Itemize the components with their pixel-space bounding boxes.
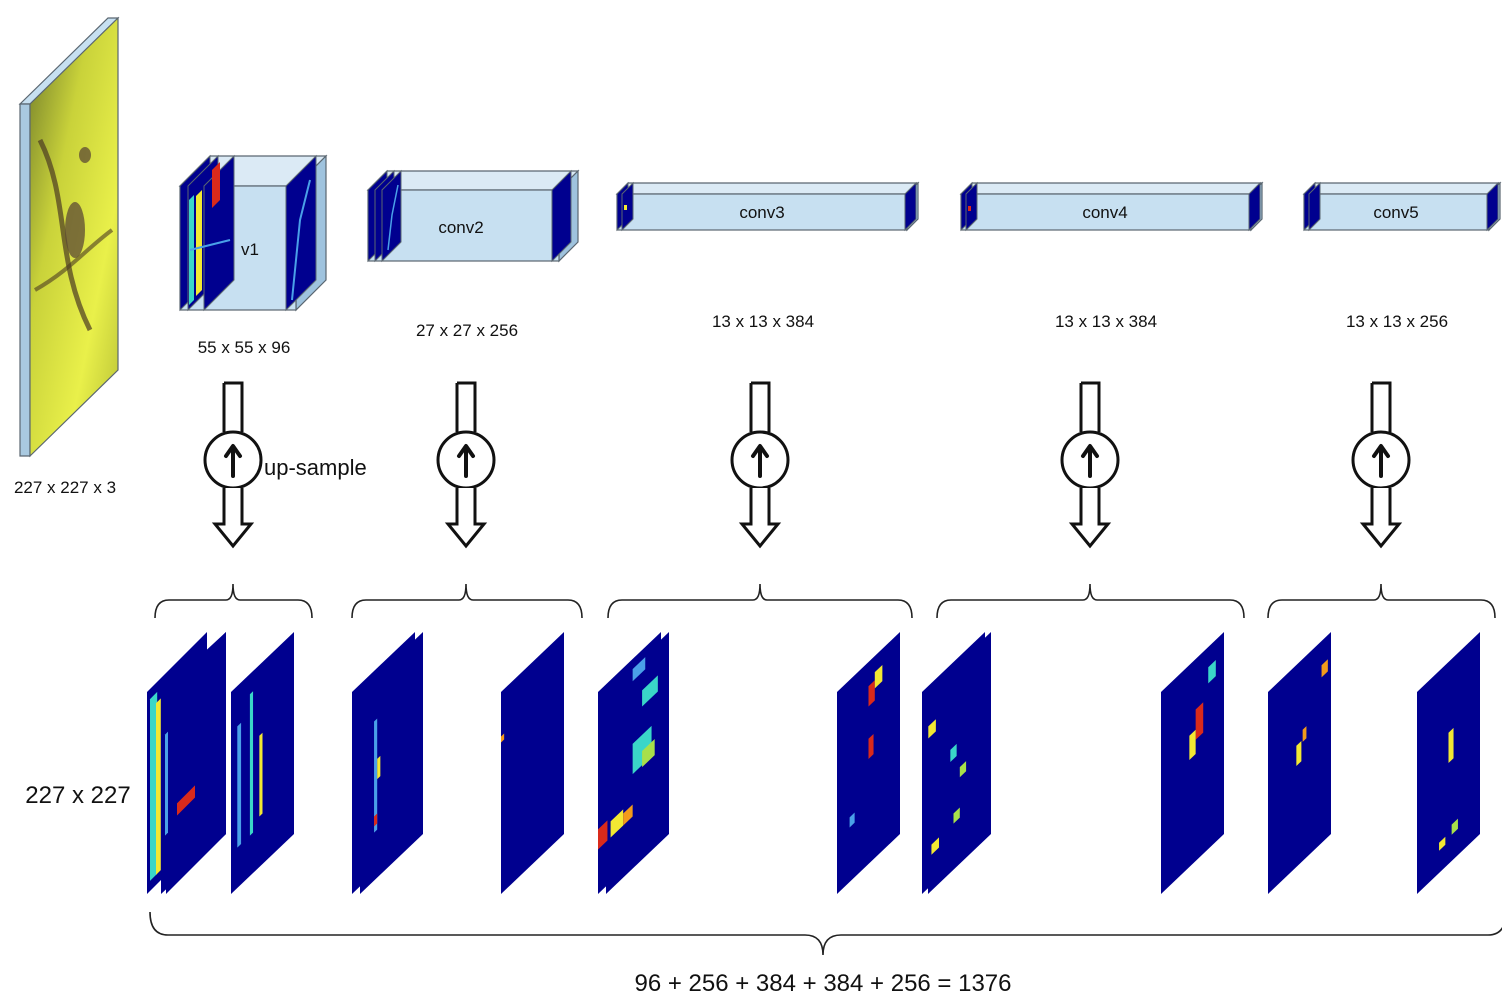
conv5-dims-label: 13 x 13 x 256 bbox=[1346, 312, 1448, 331]
feature-map-7 bbox=[922, 632, 991, 894]
channel-sum-label: 96 + 256 + 384 + 384 + 256 = 1376 bbox=[634, 970, 1011, 997]
conv3-label: conv3 bbox=[739, 203, 784, 222]
hypercolumn-size-label: 227 x 227 bbox=[25, 782, 130, 809]
conv1-block bbox=[178, 154, 328, 312]
conv1-group-brace bbox=[154, 583, 313, 619]
conv5-upsample-arrow bbox=[1351, 381, 1411, 549]
conv3-dims-label: 13 x 13 x 384 bbox=[712, 312, 814, 331]
group-braces bbox=[154, 583, 1496, 619]
upsampled-feature-maps bbox=[147, 632, 1480, 894]
upsample-arrows bbox=[203, 381, 1411, 549]
feature-map-6 bbox=[837, 632, 900, 894]
conv5-group-brace bbox=[1267, 583, 1496, 619]
conv2-upsample-arrow bbox=[436, 381, 496, 549]
conv3-group-brace bbox=[607, 583, 913, 619]
feature-map-2 bbox=[231, 632, 294, 894]
layer-blocks: v1 55 x 55 x 96 conv2 27 x 27 x 256 conv… bbox=[178, 154, 1502, 357]
conv2-dims-label: 27 x 27 x 256 bbox=[416, 321, 518, 340]
conv2-block bbox=[366, 169, 580, 263]
feature-map-8 bbox=[1161, 632, 1224, 894]
input-dims-label: 227 x 227 x 3 bbox=[14, 478, 116, 497]
conv3-block bbox=[615, 181, 920, 232]
conv4-upsample-arrow bbox=[1060, 381, 1120, 549]
conv5-label: conv5 bbox=[1373, 203, 1418, 222]
conv4-block bbox=[959, 181, 1264, 232]
feature-map-1 bbox=[147, 632, 226, 894]
upsample-label: up-sample bbox=[264, 455, 367, 480]
feature-map-5 bbox=[598, 632, 669, 894]
conv1-upsample-arrow bbox=[203, 381, 263, 549]
conv5-block bbox=[1302, 181, 1502, 232]
conv1-label: v1 bbox=[241, 240, 259, 259]
input-image bbox=[18, 16, 120, 458]
conv4-group-brace bbox=[936, 583, 1245, 619]
conv3-upsample-arrow bbox=[730, 381, 790, 549]
feature-map-3 bbox=[352, 632, 423, 894]
feature-map-9 bbox=[1268, 632, 1331, 894]
conv4-dims-label: 13 x 13 x 384 bbox=[1055, 312, 1157, 331]
feature-map-4 bbox=[501, 632, 564, 894]
total-brace bbox=[149, 911, 1502, 956]
conv2-label: conv2 bbox=[438, 218, 483, 237]
feature-map-10 bbox=[1417, 632, 1480, 894]
conv1-dims-label: 55 x 55 x 96 bbox=[198, 338, 291, 357]
conv2-group-brace bbox=[351, 583, 583, 619]
conv4-label: conv4 bbox=[1082, 203, 1127, 222]
